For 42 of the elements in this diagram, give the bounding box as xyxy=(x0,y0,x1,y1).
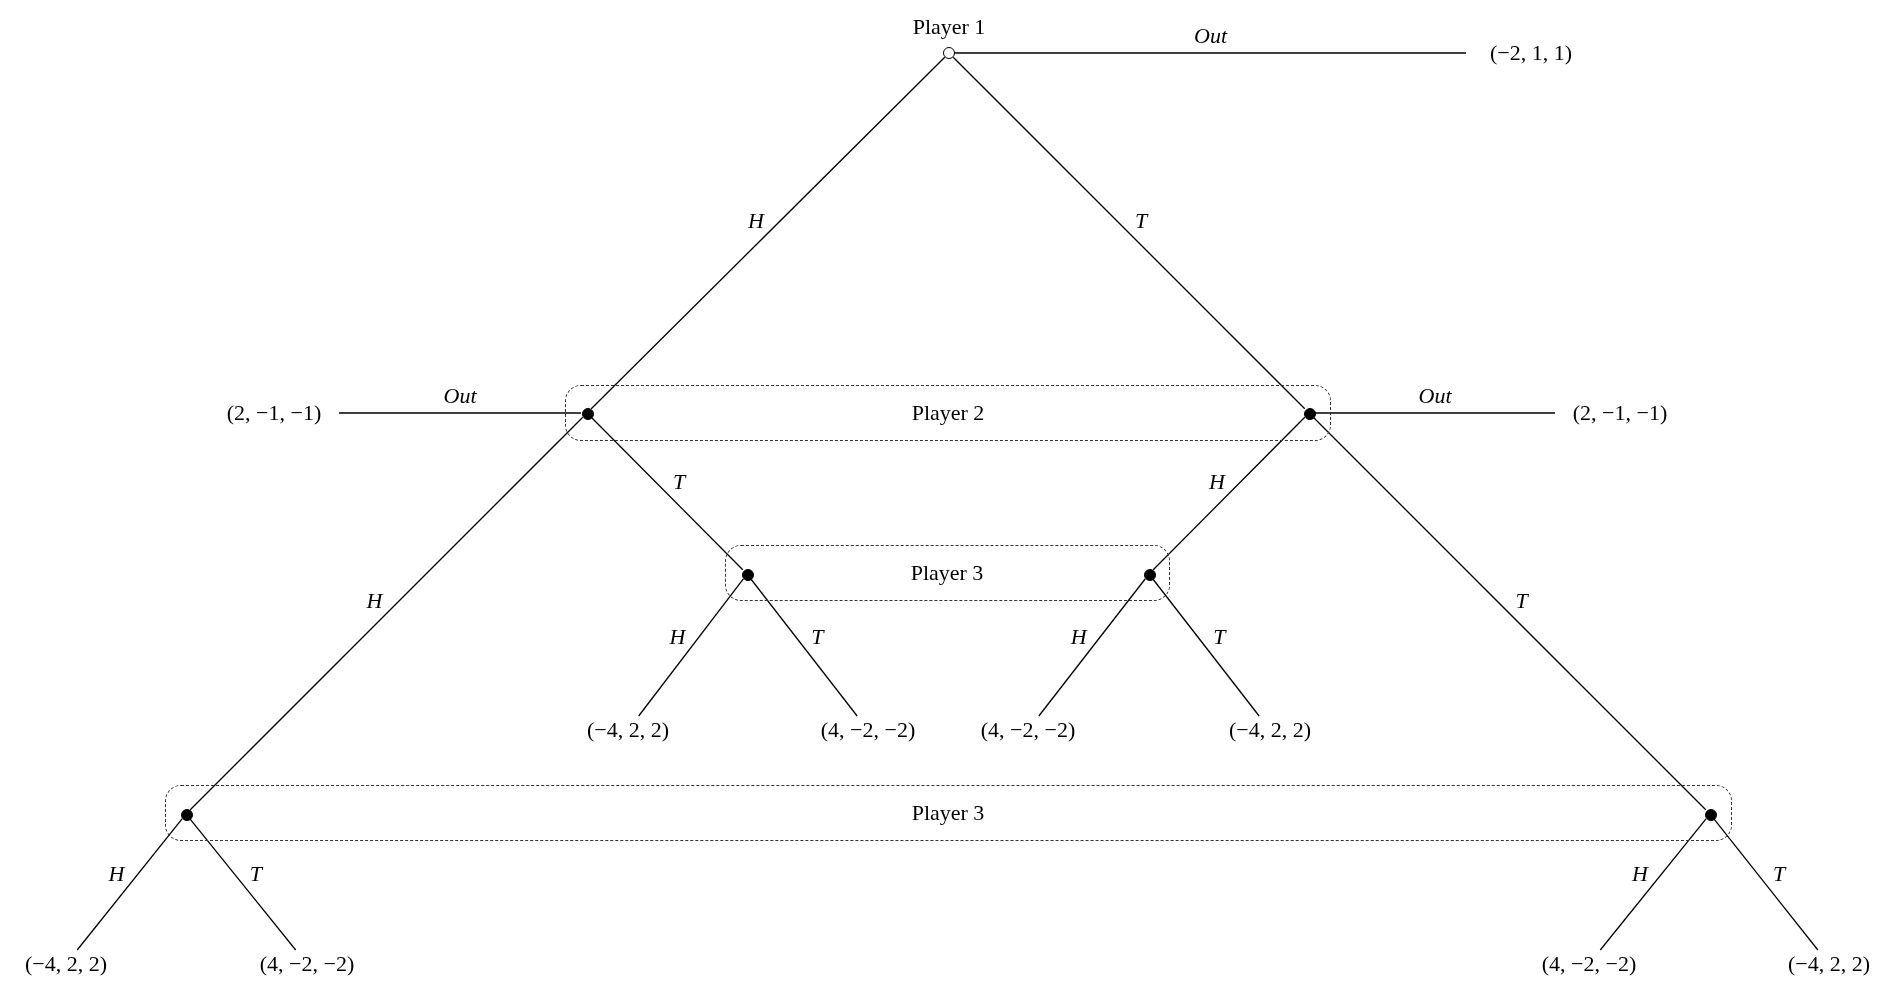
branch-line xyxy=(1152,416,1306,571)
information-set xyxy=(164,785,1732,841)
branch-line xyxy=(189,416,584,811)
player-label: Player 3 xyxy=(911,800,985,826)
player-label: Player 1 xyxy=(912,14,986,40)
branch-line xyxy=(1599,818,1707,951)
root-node xyxy=(943,47,955,59)
branch-line xyxy=(338,412,582,414)
payoff-label: (4, −2, −2) xyxy=(980,717,1076,743)
branch-line xyxy=(76,818,183,951)
decision-node xyxy=(582,408,594,420)
payoff-label: (2, −1, −1) xyxy=(226,400,322,426)
information-set xyxy=(724,545,1170,601)
decision-node xyxy=(1705,809,1717,821)
branch-line xyxy=(1314,412,1556,414)
branch-line xyxy=(954,52,1467,54)
payoff-label: (4, −2, −2) xyxy=(1541,951,1637,977)
branch-line xyxy=(750,578,858,717)
payoff-label: (−4, 2, 2) xyxy=(24,951,108,977)
payoff-label: (−4, 2, 2) xyxy=(586,717,670,743)
branch-line xyxy=(1038,578,1146,717)
player-label: Player 3 xyxy=(910,560,984,586)
decision-node xyxy=(1304,408,1316,420)
branch-line xyxy=(590,416,744,571)
payoff-label: (−4, 2, 2) xyxy=(1787,951,1871,977)
decision-node xyxy=(1144,569,1156,581)
payoff-label: (4, −2, −2) xyxy=(820,717,916,743)
branch-line xyxy=(1312,416,1707,811)
payoff-label: (−4, 2, 2) xyxy=(1228,717,1312,743)
branch-line xyxy=(638,578,744,717)
branch-line xyxy=(590,56,946,410)
branch-line xyxy=(1152,578,1260,717)
branch-line xyxy=(189,818,297,951)
branch-line xyxy=(1713,818,1819,951)
payoff-label: (2, −1, −1) xyxy=(1572,400,1668,426)
payoff-label: (−2, 1, 1) xyxy=(1489,40,1573,66)
player-label: Player 2 xyxy=(911,400,985,426)
decision-node xyxy=(181,809,193,821)
information-set xyxy=(565,385,1331,441)
payoff-label: (4, −2, −2) xyxy=(259,951,355,977)
decision-node xyxy=(742,569,754,581)
branch-line xyxy=(952,56,1306,410)
